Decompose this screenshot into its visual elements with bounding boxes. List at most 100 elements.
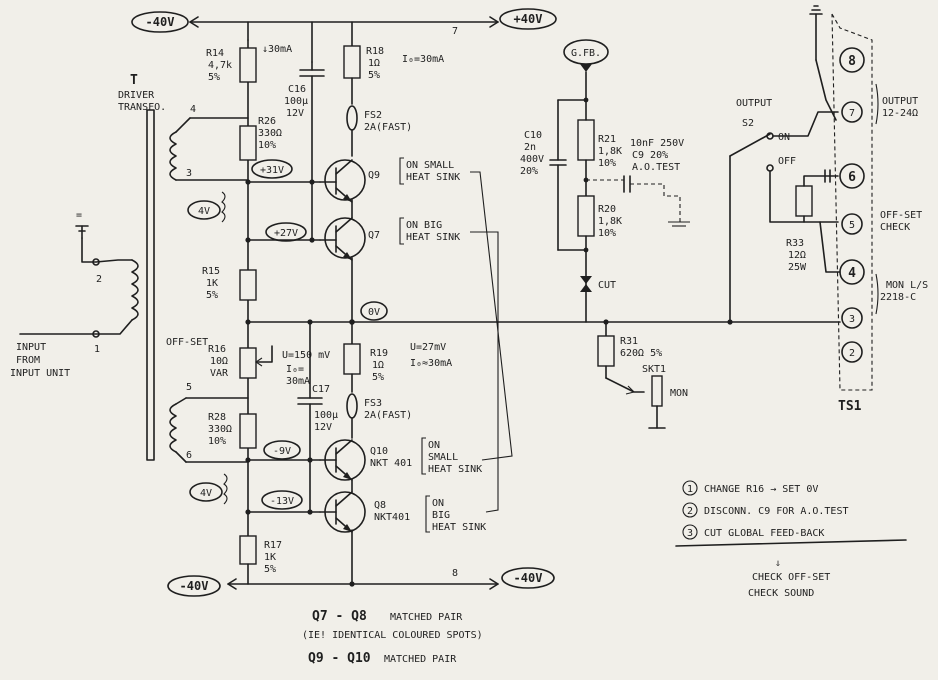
voltage-dv-bottom: 4V	[200, 488, 212, 499]
svg-text:5: 5	[849, 220, 855, 231]
resistor-r16	[239, 347, 257, 379]
svg-text:OUTPUT: OUTPUT	[882, 96, 918, 107]
svg-text:R17: R17	[264, 540, 282, 551]
svg-text:1Ω: 1Ω	[372, 360, 384, 371]
step-2: 2 DISCONN. C9 FOR A.O.TEST	[682, 502, 849, 518]
svg-text:R19: R19	[370, 348, 388, 359]
voltage-bubble-vm9	[263, 440, 301, 460]
svg-text:R18: R18	[366, 46, 384, 57]
svg-text:400V: 400V	[520, 154, 544, 165]
resistor-r33	[795, 185, 813, 217]
svg-text:10%: 10%	[598, 228, 616, 239]
svg-text:OFF-SET: OFF-SET	[880, 210, 922, 221]
svg-text:R21: R21	[598, 134, 616, 145]
heatsink-note-q9: ON SMALL HEAT SINK	[399, 157, 460, 185]
svg-text:10%: 10%	[208, 436, 226, 447]
output-range-note: OUTPUT 12-24Ω	[875, 83, 918, 125]
label-c10: C10 2n 400V 20%	[520, 130, 544, 177]
svg-text:30mA: 30mA	[286, 376, 310, 387]
svg-text:7: 7	[849, 108, 855, 119]
input-label-1: INPUT	[16, 342, 46, 353]
label-r33: R33 12Ω 25W	[786, 238, 807, 273]
svg-text:2A(FAST): 2A(FAST)	[364, 122, 412, 133]
svg-text:1,8K: 1,8K	[598, 216, 622, 227]
terminal-6	[839, 163, 865, 189]
rail-neg-bottom: -40V	[180, 579, 209, 593]
terminal-3	[841, 307, 863, 329]
heatsink-note-q8: ON BIG HEAT SINK	[425, 495, 486, 533]
svg-text:12Ω: 12Ω	[788, 250, 806, 261]
transformer-core	[146, 109, 155, 461]
voltage-bubble-vm13	[261, 490, 303, 510]
bias-chain	[239, 39, 353, 585]
svg-text:100μ: 100μ	[314, 410, 338, 421]
svg-text:BIG: BIG	[432, 510, 450, 521]
bottom-rail: -40V -40V 8	[167, 567, 555, 597]
label-skt1: SKT1	[642, 364, 666, 375]
switch-ref: S2	[742, 118, 754, 129]
resistor-r18	[343, 45, 361, 79]
svg-text:2218-C: 2218-C	[880, 292, 916, 303]
step-3: 3 CUT GLOBAL FEED-BACK	[682, 524, 824, 540]
label-mon: MON	[670, 388, 688, 399]
svg-text:3: 3	[687, 528, 693, 539]
svg-text:12V: 12V	[314, 422, 332, 433]
label-fs2: FS2 2A(FAST)	[364, 110, 412, 133]
transformer-name-line2: TRANSFO.	[118, 102, 166, 113]
svg-text:5%: 5%	[264, 564, 276, 575]
label-r28: R28 330Ω 10%	[208, 412, 232, 447]
svg-text:5%: 5%	[372, 372, 384, 383]
heatsink-note-q10: ON SMALL HEAT SINK	[421, 437, 482, 475]
socket-skt1	[651, 375, 663, 407]
label-q10: Q10 NKT 401	[370, 446, 412, 469]
gfb-label: G.FB.	[571, 48, 601, 59]
svg-text:R26: R26	[258, 116, 276, 127]
rail-neg-bottom-right-bubble	[501, 567, 555, 589]
transformer-name-line1: DRIVER	[118, 90, 155, 101]
label-r16: R16 10Ω VAR	[208, 344, 229, 379]
rail-neg-top: -40V	[146, 15, 175, 29]
capacitor-c16: C16 100μ 12V	[284, 61, 325, 241]
node-bottom-label: 8	[452, 568, 458, 579]
terminal-block-label: TS1	[838, 399, 862, 414]
svg-text:5%: 5%	[206, 290, 218, 301]
label-r15: R15 1K 5%	[202, 266, 220, 301]
svg-text:R28: R28	[208, 412, 226, 423]
resistor-r15	[239, 269, 257, 301]
pin-4: 4	[190, 104, 196, 115]
svg-text:6: 6	[848, 170, 856, 185]
step-1: 1 CHANGE R16 → SET 0V	[682, 480, 818, 496]
svg-text:4: 4	[848, 266, 856, 281]
fuse-fs3	[346, 393, 358, 419]
svg-text:R16: R16	[208, 344, 226, 355]
svg-text:CHANGE R16 → SET 0V: CHANGE R16 → SET 0V	[704, 484, 818, 495]
voltage-v0: 0V	[368, 307, 380, 318]
current-annotation-r19: I₀≈30mA	[410, 358, 452, 369]
svg-text:100μ: 100μ	[284, 96, 308, 107]
svg-text:VAR: VAR	[210, 368, 229, 379]
pin-3: 3	[186, 168, 192, 179]
svg-text:CHECK: CHECK	[880, 222, 910, 233]
ground-mark: =	[76, 210, 82, 221]
svg-text:HEAT SINK: HEAT SINK	[406, 232, 460, 243]
svg-text:ON: ON	[432, 498, 444, 509]
pin-5: 5	[186, 382, 192, 393]
pair1-text: MATCHED PAIR	[390, 612, 463, 623]
output-title: OUTPUT	[736, 98, 772, 109]
rail-neg-top-bubble	[131, 11, 189, 33]
svg-text:4,7k: 4,7k	[208, 60, 232, 71]
svg-text:10nF 250V: 10nF 250V	[630, 138, 684, 149]
voltage-bubble-dv-top	[187, 200, 221, 220]
terminal-4	[839, 259, 865, 285]
terminal-block-ts1: 8 7 6 5 4 3 2	[831, 13, 873, 391]
svg-text:1,8K: 1,8K	[598, 146, 622, 157]
transistor-q9	[324, 159, 366, 201]
svg-text:25W: 25W	[788, 262, 807, 273]
voltage-bubble-v31	[251, 159, 293, 179]
label-q9: Q9	[368, 170, 380, 181]
label-q8: Q8 NKT401	[374, 500, 410, 523]
label-r17: R17 1K 5%	[264, 540, 282, 575]
svg-text:10Ω: 10Ω	[210, 356, 228, 367]
terminal-7	[841, 101, 863, 123]
monitor-network	[597, 321, 666, 429]
